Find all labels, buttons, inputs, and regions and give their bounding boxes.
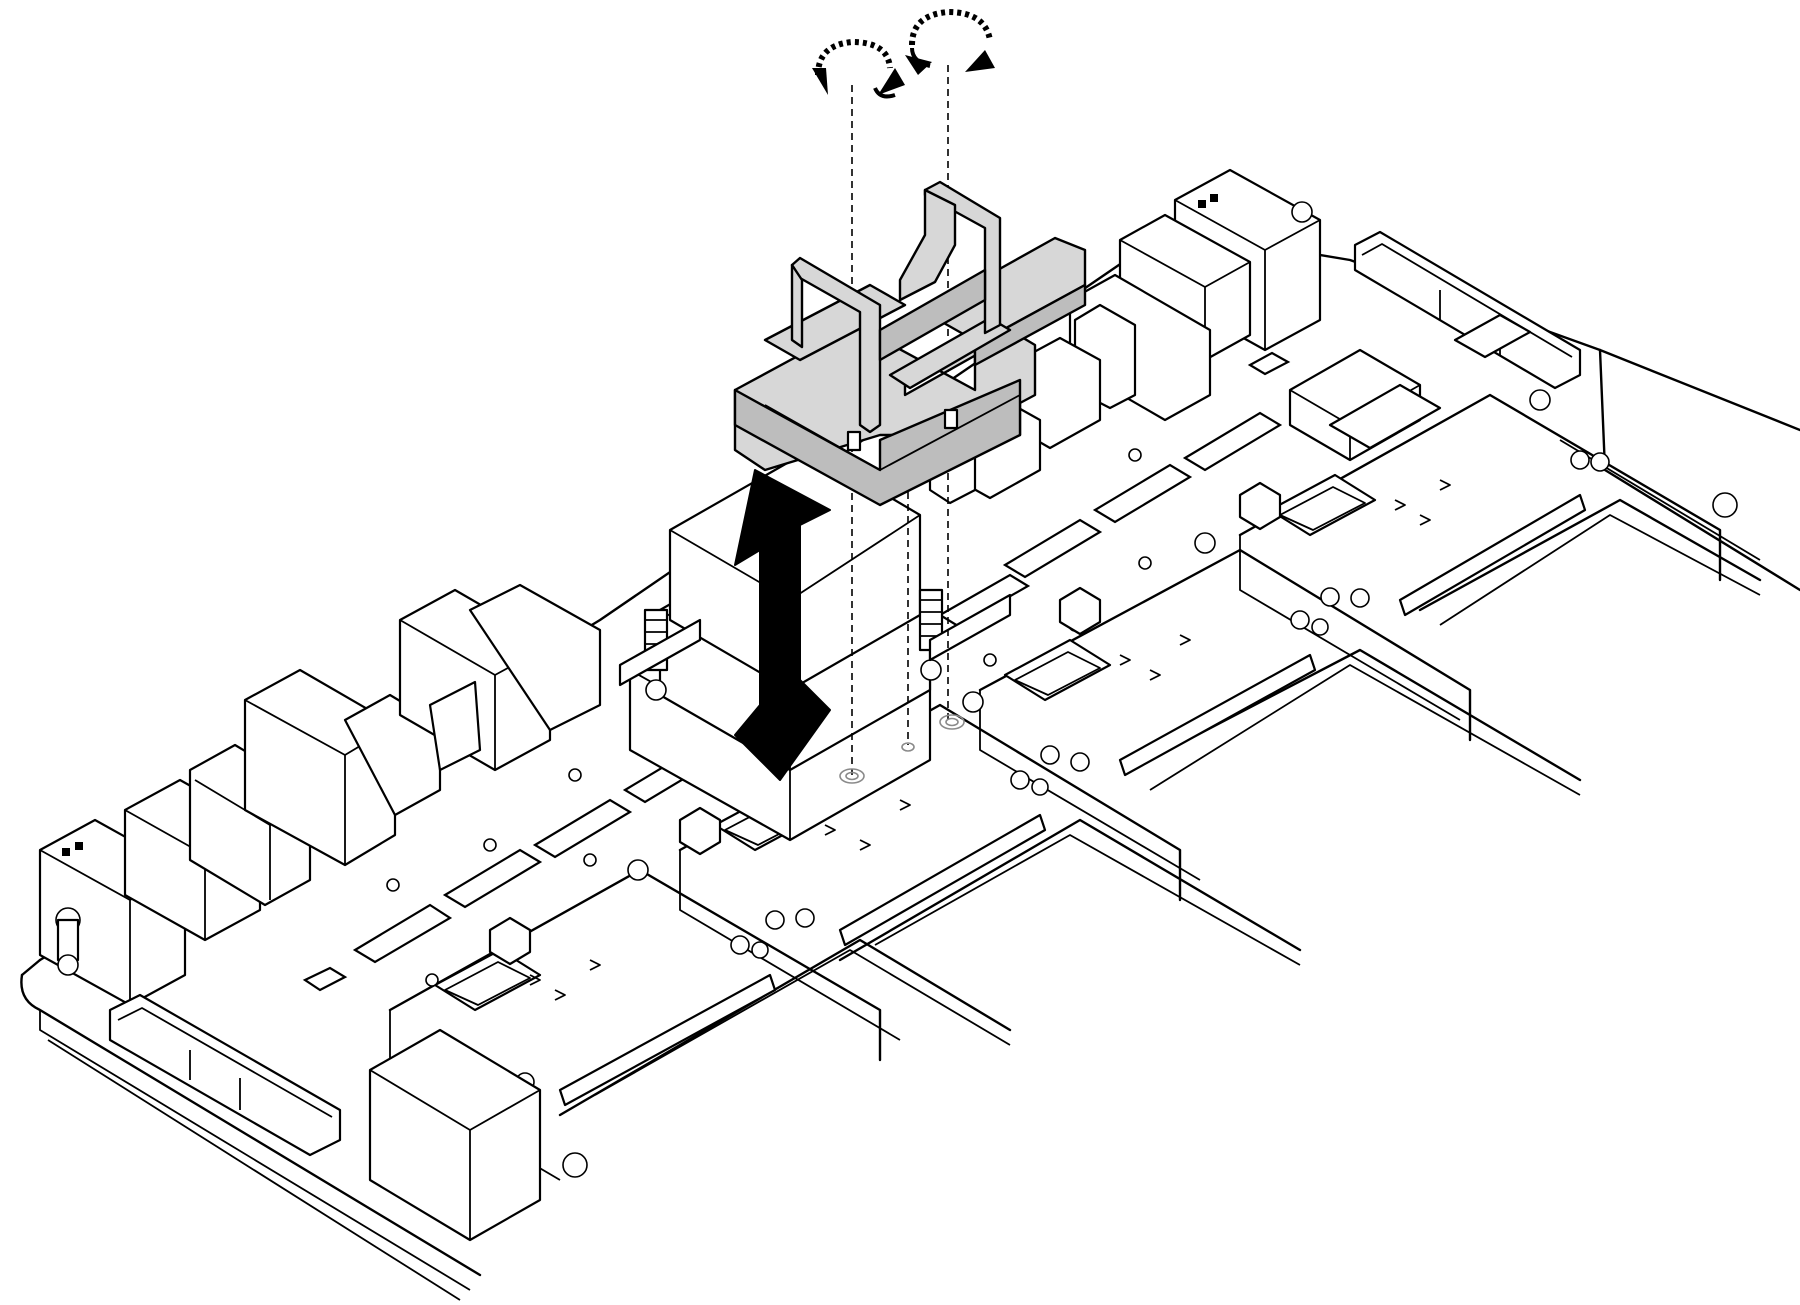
vertical-move-arrow-icon	[734, 469, 831, 781]
bay-latches	[433, 450, 1610, 1092]
bay-3-slot	[1118, 653, 1317, 777]
rotate-screw-icon-left	[812, 38, 905, 99]
standoffs	[488, 481, 1282, 966]
tray-corner	[20, 958, 42, 977]
latch-5	[1570, 450, 1610, 472]
bay-1-inner	[594, 949, 1011, 1096]
baffle-pin-1	[846, 430, 862, 452]
bay-4-inner	[1439, 514, 1761, 626]
right-slot-connector	[1288, 230, 1738, 518]
alignment-marks	[529, 479, 1451, 1001]
latch-3	[1003, 638, 1112, 796]
baffle-left-wing[interactable]	[790, 256, 882, 434]
tray-front-edge	[20, 973, 482, 1277]
bay-4-slot	[1398, 493, 1587, 617]
tray-front-lip-2	[47, 1039, 461, 1301]
bay-3-inner	[1149, 664, 1581, 796]
rotate-screw-icon-right	[905, 8, 995, 75]
bay-2-inner	[874, 834, 1301, 966]
bay-row	[388, 393, 1762, 1181]
bay-2-slot	[838, 813, 1047, 947]
baffle-pin-2	[943, 408, 959, 430]
baffle-right-arm-face	[973, 283, 1087, 367]
latch-4	[1268, 473, 1377, 636]
bay-divider-2	[679, 850, 901, 1041]
air-baffle-part[interactable]	[733, 180, 1087, 507]
left-connectors	[38, 583, 602, 1007]
rotate-screw-icon	[812, 8, 995, 99]
bay-1-slot	[558, 973, 777, 1107]
tray-front-lip	[39, 1010, 471, 1291]
bay-divider-4	[1239, 535, 1461, 721]
tray-rear-edge	[1598, 348, 1800, 592]
bottom-left-slot-connector	[108, 993, 588, 1242]
